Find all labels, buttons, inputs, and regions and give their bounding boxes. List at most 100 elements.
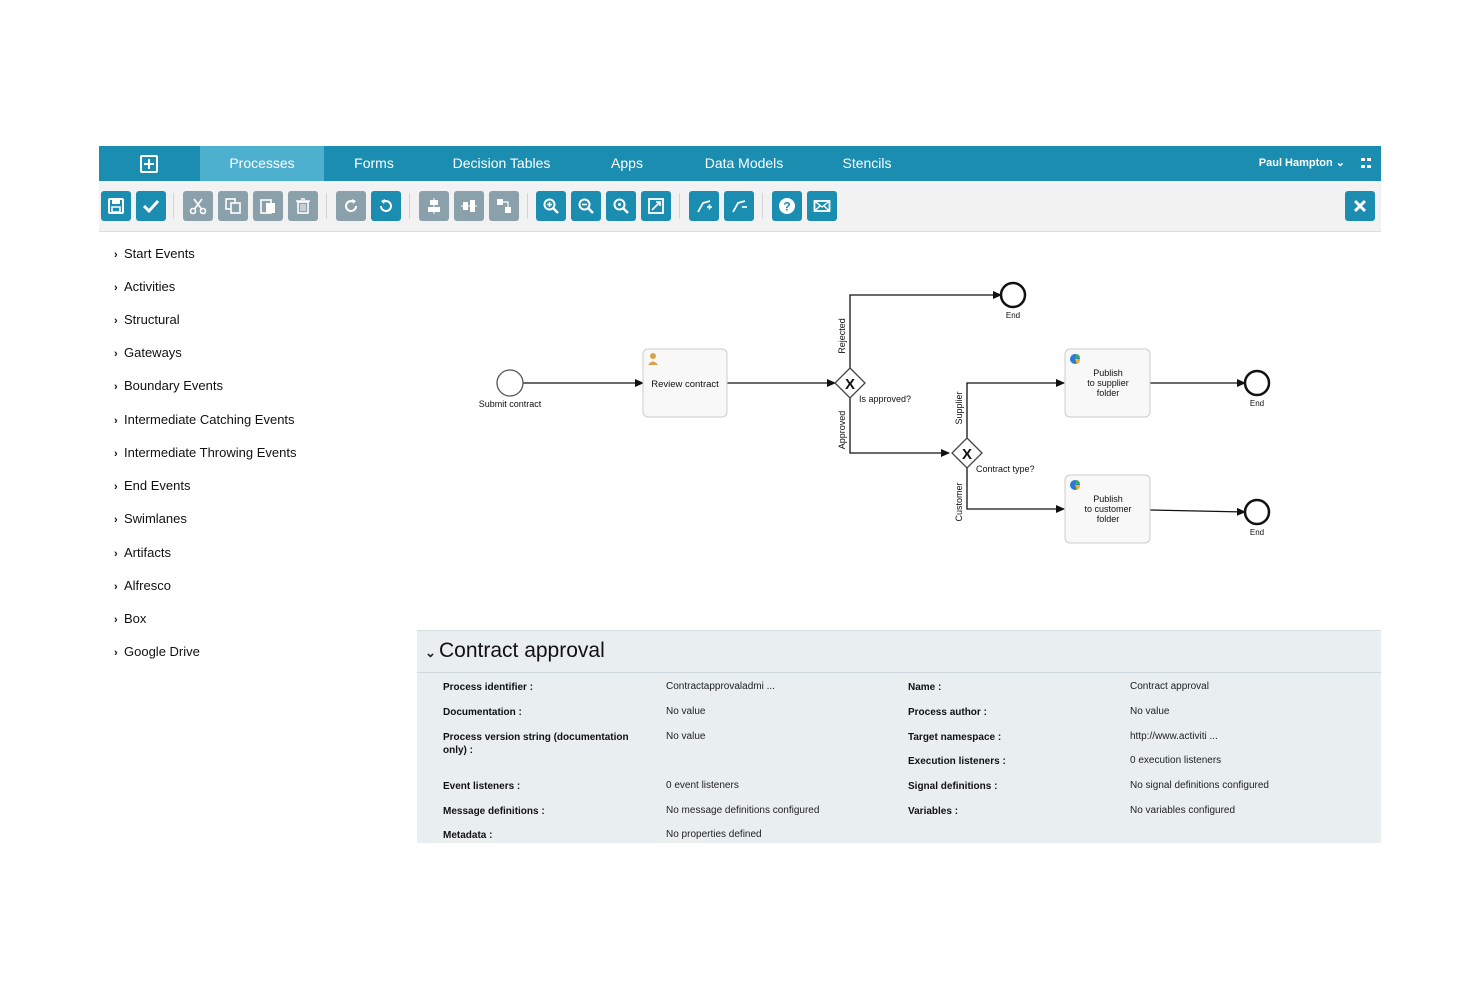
prop-value-process-identifier[interactable]: Contractapprovaladmi ... (666, 681, 775, 692)
align-vertical-button[interactable] (454, 191, 484, 221)
exclusive-gateway-contract-type[interactable] (951, 437, 983, 469)
prop-label-variables: Variables : (908, 806, 959, 817)
prop-label-version-string: Process version string (documentation (443, 732, 629, 743)
chevron-down-icon[interactable]: ⌄ (425, 645, 436, 660)
envelope-icon (813, 200, 831, 212)
start-event[interactable] (496, 369, 524, 397)
redo-icon (345, 199, 358, 213)
close-editor-button[interactable] (1345, 191, 1375, 221)
undo-button[interactable] (371, 191, 401, 221)
task-publish-supplier-line2: to supplier (1087, 378, 1129, 388)
bend-remove-button[interactable] (724, 191, 754, 221)
bend-point-add-icon (697, 200, 712, 213)
feedback-button[interactable] (807, 191, 837, 221)
stencil-palette: ›Start Events ›Activities ›Structural ›G… (99, 232, 418, 843)
paste-button[interactable] (253, 191, 283, 221)
prop-value-documentation[interactable]: No value (666, 706, 706, 717)
prop-value-version-string[interactable]: No value (666, 731, 706, 742)
palette-group-boundary-events[interactable]: ›Boundary Events (114, 378, 224, 393)
delete-button[interactable] (288, 191, 318, 221)
palette-group-google-drive[interactable]: ›Google Drive (114, 644, 200, 659)
trash-icon (296, 198, 310, 214)
prop-value-target-namespace[interactable]: http://www.activiti ... (1130, 731, 1218, 742)
user-menu[interactable]: Paul Hampton ⌄ (1258, 157, 1345, 169)
task-review-contract[interactable] (642, 348, 728, 418)
apps-grid-icon[interactable] (1361, 158, 1371, 169)
fit-screen-icon (648, 198, 664, 214)
start-event-label: Submit contract (479, 399, 542, 409)
palette-group-structural[interactable]: ›Structural (114, 312, 180, 327)
end-event-rejected[interactable] (999, 281, 1027, 309)
tab-apps[interactable]: Apps (611, 155, 643, 171)
flow-approved[interactable] (849, 398, 950, 457)
zoom-out-button[interactable] (571, 191, 601, 221)
top-nav: Processes Forms Decision Tables Apps Dat… (99, 146, 1381, 187)
palette-group-box[interactable]: ›Box (114, 611, 147, 626)
tab-decision-tables[interactable]: Decision Tables (452, 155, 551, 171)
end-event-customer-label: End (1250, 528, 1264, 537)
paste-icon (260, 199, 275, 214)
prop-value-message-definitions[interactable]: No message definitions configured (666, 805, 820, 816)
tab-processes[interactable]: Processes (200, 146, 324, 187)
palette-group-gateways[interactable]: ›Gateways (114, 345, 182, 360)
save-button[interactable] (101, 191, 131, 221)
flow-customer-to-end[interactable] (1149, 507, 1246, 516)
tab-stencils[interactable]: Stencils (842, 155, 892, 171)
flow-rejected[interactable] (849, 291, 1002, 368)
prop-value-execution-listeners[interactable]: 0 execution listeners (1130, 755, 1222, 766)
palette-group-intermediate-catching[interactable]: ›Intermediate Catching Events (114, 412, 295, 427)
zoom-actual-button[interactable] (606, 191, 636, 221)
task-publish-customer[interactable] (1064, 474, 1151, 544)
same-size-button[interactable] (489, 191, 519, 221)
align-horizontal-button[interactable] (419, 191, 449, 221)
zoom-fit-button[interactable] (641, 191, 671, 221)
align-horizontal-icon (428, 198, 440, 214)
palette-group-start-events[interactable]: ›Start Events (114, 246, 195, 261)
cut-button[interactable] (183, 191, 213, 221)
end-event-customer[interactable] (1243, 498, 1271, 526)
process-title: Contract approval (439, 639, 605, 662)
tab-forms[interactable]: Forms (354, 155, 394, 171)
editor-toolbar: ? (99, 181, 1381, 232)
properties-header[interactable]: ⌄ Contract approval (417, 631, 1381, 673)
validate-button[interactable] (136, 191, 166, 221)
redo-button[interactable] (336, 191, 366, 221)
palette-group-intermediate-throwing[interactable]: ›Intermediate Throwing Events (114, 445, 297, 460)
prop-value-signal-definitions[interactable]: No signal definitions configured (1130, 780, 1269, 791)
copy-button[interactable] (218, 191, 248, 221)
app-home-button[interactable] (99, 146, 199, 181)
svg-text:?: ? (783, 200, 790, 214)
prop-value-metadata[interactable]: No properties defined (666, 829, 762, 840)
exclusive-gateway-approved[interactable] (834, 367, 866, 399)
help-button[interactable]: ? (772, 191, 802, 221)
palette-group-activities[interactable]: ›Activities (114, 279, 176, 294)
tab-data-models[interactable]: Data Models (704, 155, 784, 171)
palette-group-alfresco[interactable]: ›Alfresco (114, 578, 171, 593)
prop-value-process-author[interactable]: No value (1130, 706, 1170, 717)
gateway-x-icon: X (962, 446, 972, 463)
bend-add-button[interactable] (689, 191, 719, 221)
prop-value-name[interactable]: Contract approval (1130, 681, 1209, 692)
prop-value-variables[interactable]: No variables configured (1130, 805, 1236, 816)
palette-group-swimlanes[interactable]: ›Swimlanes (114, 511, 187, 526)
align-vertical-icon (461, 200, 477, 212)
task-publish-supplier[interactable] (1064, 348, 1151, 418)
zoom-in-icon (543, 198, 559, 214)
task-publish-customer-line1: Publish (1093, 494, 1123, 504)
save-icon (108, 198, 124, 214)
flow-customer[interactable] (966, 468, 1065, 513)
end-event-supplier[interactable] (1243, 369, 1271, 397)
diagram-canvas[interactable]: Submit contract Review contract X Is app… (417, 232, 1381, 630)
zoom-in-button[interactable] (536, 191, 566, 221)
properties-panel: ⌄ Contract approval Process identifier :… (417, 630, 1381, 843)
flow-supplier-label: Supplier (954, 391, 964, 424)
task-publish-supplier-line3: folder (1097, 388, 1120, 398)
prop-label-signal-definitions: Signal definitions : (908, 781, 998, 792)
service-task-icon (1070, 354, 1081, 364)
bend-point-remove-icon (732, 200, 747, 213)
prop-value-event-listeners[interactable]: 0 event listeners (666, 780, 739, 791)
prop-label-metadata: Metadata : (443, 830, 493, 841)
flow-supplier[interactable] (966, 379, 1065, 438)
palette-group-end-events[interactable]: ›End Events (114, 478, 191, 493)
palette-group-artifacts[interactable]: ›Artifacts (114, 545, 171, 560)
